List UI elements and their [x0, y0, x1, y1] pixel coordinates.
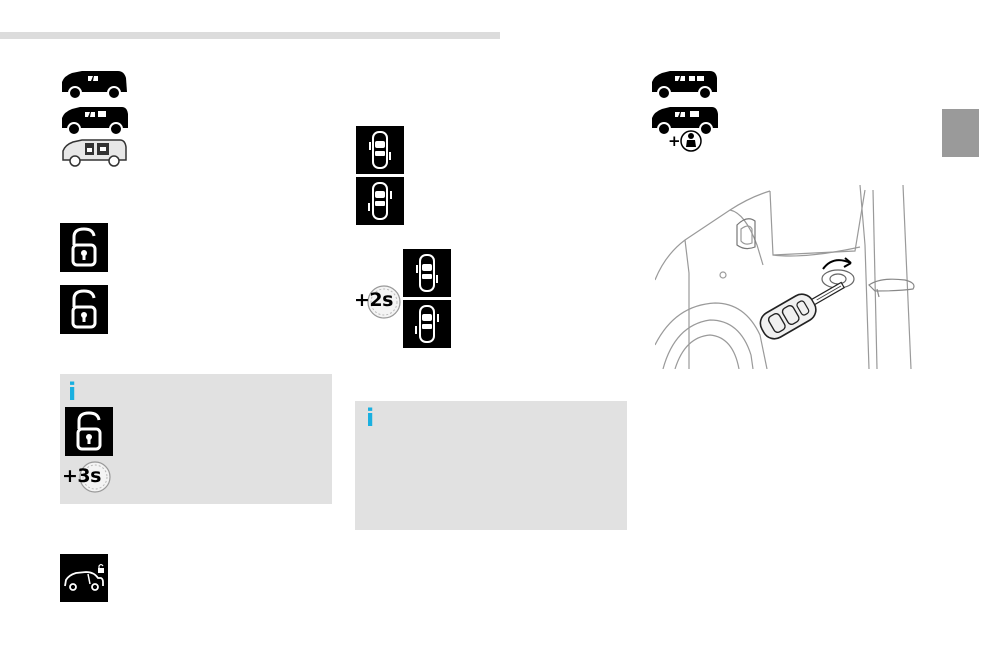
section-tab[interactable] — [942, 109, 979, 157]
door-all-unlock-icon — [403, 300, 451, 348]
van-short-icon — [62, 71, 127, 100]
header-bar — [0, 32, 500, 39]
info-icon: i — [366, 404, 375, 432]
child-lock-indicator: + — [668, 130, 708, 152]
timer-3s-icon: +3s — [62, 460, 114, 493]
info-icon: i — [68, 378, 77, 406]
child-lock-plus: + — [668, 132, 681, 150]
padlock-open-icon — [60, 223, 108, 272]
van-passenger-child-icon — [652, 107, 718, 136]
van-cargo-unlock-icon — [62, 139, 127, 167]
van-passenger-icon — [652, 71, 717, 100]
info-box-middle: i — [355, 401, 627, 530]
van-long-icon — [62, 107, 128, 136]
info-box-left: i +3s — [60, 374, 332, 504]
remote-key-illustration — [655, 185, 915, 369]
timer-label: +3s — [62, 465, 101, 487]
door-all-unlock-icon — [356, 177, 404, 225]
door-driver-unlock-icon — [403, 249, 451, 297]
padlock-open-icon — [60, 285, 108, 334]
vehicle-lock-status-icon — [60, 554, 108, 602]
timer-label: +2s — [354, 289, 393, 311]
door-driver-unlock-icon — [356, 126, 404, 174]
timer-2s-icon: +2s — [354, 284, 402, 320]
padlock-open-icon — [65, 407, 113, 456]
child-seat-icon — [680, 130, 702, 152]
